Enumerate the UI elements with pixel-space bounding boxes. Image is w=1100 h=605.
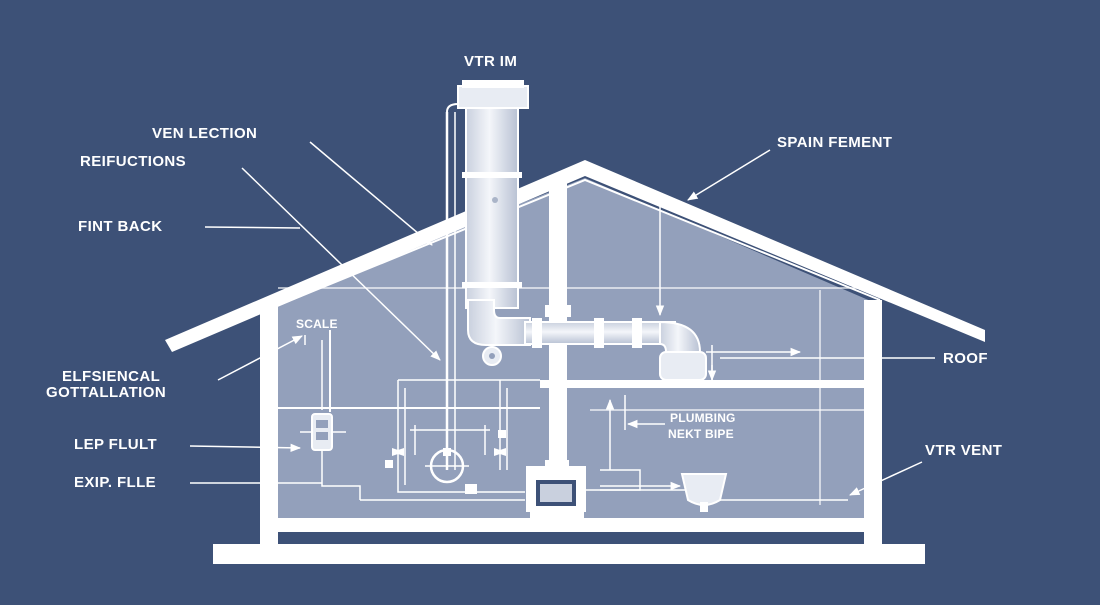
label-vtr-im: VTR IM xyxy=(464,53,518,70)
valves xyxy=(385,430,506,468)
meter-assembly xyxy=(300,330,346,451)
label-vtr-vent: VTR VENT xyxy=(925,442,1003,459)
leader-reifuctions xyxy=(241,167,441,361)
house-interior xyxy=(265,178,880,530)
label-roof: ROOF xyxy=(943,350,988,367)
attic-line xyxy=(261,178,881,313)
sump-pump xyxy=(526,460,586,518)
vtr-band-1 xyxy=(462,172,522,178)
main-vent-stack xyxy=(549,180,567,515)
floor-slab xyxy=(265,518,880,532)
drain-coupling-3 xyxy=(632,318,642,348)
foundation-gap xyxy=(280,532,860,544)
label-spain-fement: SPAIN FEMENT xyxy=(777,134,893,151)
label-plumbing-line1: PLUMBING xyxy=(670,411,736,425)
label-fint-back: FINT BACK xyxy=(78,218,163,235)
vtr-band-2 xyxy=(462,282,522,288)
leader-fint-back xyxy=(204,226,301,229)
water-heater xyxy=(425,448,477,494)
label-elfsiencal-line2: GOTTALLATION xyxy=(46,384,167,401)
label-lep-flult: LEP FLULT xyxy=(74,436,158,453)
label-elfsiencal-line1: ELFSIENCAL xyxy=(62,368,161,385)
leader-vtr-vent xyxy=(849,461,923,496)
callout-leaders xyxy=(189,141,935,496)
vtr-cap-top xyxy=(462,80,524,88)
label-plumbing: PLUMBING NEKT BIPE xyxy=(668,410,736,442)
leader-spain-fement xyxy=(687,149,771,201)
leader-lep-flult xyxy=(189,443,302,453)
label-ven-lection: VEN LECTION xyxy=(152,125,258,142)
left-wall xyxy=(260,305,278,545)
vtr-pipe xyxy=(465,107,519,309)
lower-pipe-network xyxy=(321,340,848,501)
thin-vent-top xyxy=(446,103,459,113)
vtr-dot xyxy=(492,197,498,203)
label-elfsiencal: ELFSIENCAL GOTTALLATION xyxy=(40,369,166,401)
leader-elfsiencal xyxy=(217,335,303,381)
leader-ven-lection xyxy=(309,141,433,246)
trap-right xyxy=(659,351,707,381)
label-reifuctions: REIFUCTIONS xyxy=(80,153,187,170)
vtr-cap xyxy=(457,85,529,109)
right-wall xyxy=(864,300,882,545)
sink-fixture xyxy=(680,473,728,512)
label-scale: SCALE xyxy=(296,317,338,331)
foundation xyxy=(213,544,925,564)
label-exip-flle: EXIP. FLLE xyxy=(74,474,157,491)
drain-coupling-1 xyxy=(532,318,542,348)
pipe-elbow-left xyxy=(467,299,531,346)
stack-collar xyxy=(545,305,571,317)
label-plumbing-line2: NEKT BIPE xyxy=(668,427,734,441)
cleanout-center xyxy=(489,353,495,359)
drain-coupling-2 xyxy=(594,318,604,348)
main-beam xyxy=(540,380,864,388)
